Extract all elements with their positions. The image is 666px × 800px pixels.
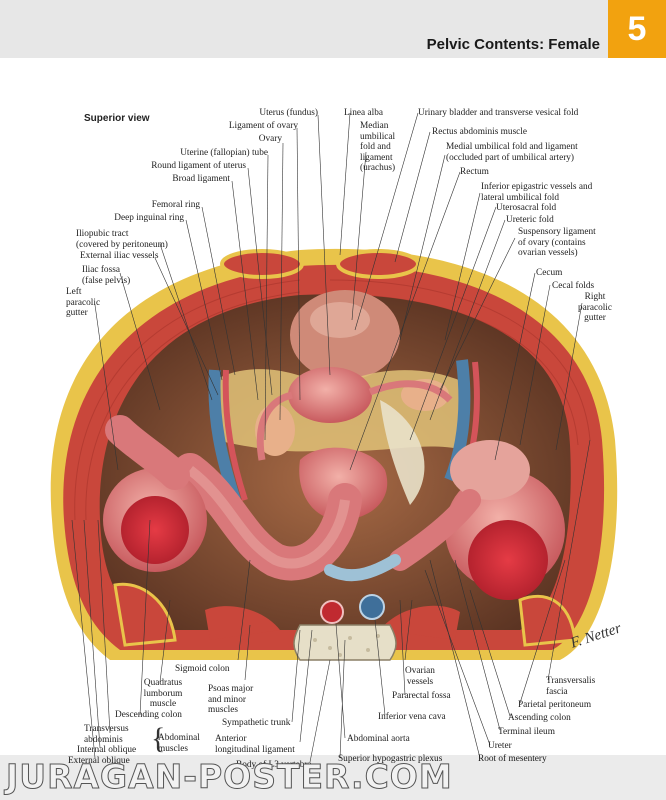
cecum <box>450 440 530 500</box>
label-round-ligament: Round ligament of uterus <box>151 161 246 171</box>
abdominal-muscles-brace: { <box>151 722 166 755</box>
chapter-badge: 5 <box>608 0 666 58</box>
watermark: JURAGAN-POSTER.COM <box>6 757 453 797</box>
psoas-right <box>380 605 460 640</box>
uterine-tube-right <box>368 380 453 403</box>
label-rectus-abdominis: Rectus abdominis muscle <box>432 127 528 137</box>
label-pararectal-fossa: Pararectal fossa <box>392 691 451 701</box>
label-superior-hypogastric-plexus: Superior hypogastric plexus <box>338 754 443 764</box>
label-ovary: Ovary <box>258 134 282 144</box>
label-broad-ligament: Broad ligament <box>172 174 230 184</box>
label-iliopubic-tract: Iliopubic tract(covered by peritoneum) <box>76 229 168 250</box>
label-sigmoid-colon: Sigmoid colon <box>175 664 230 674</box>
page-title: Pelvic Contents: Female <box>426 36 600 53</box>
label-ureter: Ureter <box>488 741 512 751</box>
abdominal-aorta <box>320 600 344 624</box>
label-terminal-ileum: Terminal ileum <box>498 727 555 737</box>
rectus-abdominis-right <box>336 249 420 279</box>
label-root-of-mesentery: Root of mesentery <box>478 754 547 764</box>
leader-lines <box>71 112 591 763</box>
label-descending-colon: Descending colon <box>115 710 182 720</box>
label-sympathetic-trunk: Sympathetic trunk <box>222 718 291 728</box>
label-uterosacral-fold: Uterosacral fold <box>496 203 557 213</box>
label-abdominal-aorta: Abdominal aorta <box>347 734 410 744</box>
label-cecum: Cecum <box>536 268 563 278</box>
label-external-oblique: External oblique <box>68 756 130 766</box>
label-internal-oblique: Internal oblique <box>77 745 137 755</box>
label-ligament-of-ovary: Ligament of ovary <box>228 121 298 131</box>
label-medial-umbilical-fold: Medial umbilical fold and ligament(occlu… <box>446 142 578 163</box>
uterine-tube-left <box>256 391 293 461</box>
ileum-vein <box>324 554 401 582</box>
terminal-ileum <box>389 489 481 571</box>
label-uterus-fundus: Uterus (fundus) <box>259 108 318 118</box>
header-bar <box>0 0 666 58</box>
label-parietal-peritoneum: Parietal peritoneum <box>518 700 592 710</box>
label-linea-alba: Linea alba <box>344 108 383 118</box>
watermark-strip <box>0 755 666 800</box>
uterus <box>288 367 372 423</box>
quadratus-right <box>518 594 577 647</box>
label-inferior-vena-cava: Inferior vena cava <box>378 712 446 722</box>
rectus-abdominis-left <box>220 249 304 279</box>
label-iliac-fossa: Iliac fossa(false pelvis) <box>82 265 131 286</box>
label-femoral-ring: Femoral ring <box>151 200 200 210</box>
view-label: Superior view <box>84 113 150 124</box>
label-rectum: Rectum <box>460 167 489 177</box>
label-deep-inguinal-ring: Deep inguinal ring <box>114 213 184 223</box>
label-ascending-colon: Ascending colon <box>508 713 571 723</box>
label-ureteric-fold: Ureteric fold <box>506 215 554 225</box>
inferior-vena-cava <box>359 594 385 620</box>
label-cecal-folds: Cecal folds <box>552 281 595 291</box>
label-body-of-l3: Body of L3 vertebra <box>236 760 312 770</box>
label-external-iliac-vessels: External iliac vessels <box>80 251 159 261</box>
label-uterine-tube: Uterine (fallopian) tube <box>180 148 268 158</box>
label-urinary-bladder: Urinary bladder and transverse vesical f… <box>418 108 579 118</box>
